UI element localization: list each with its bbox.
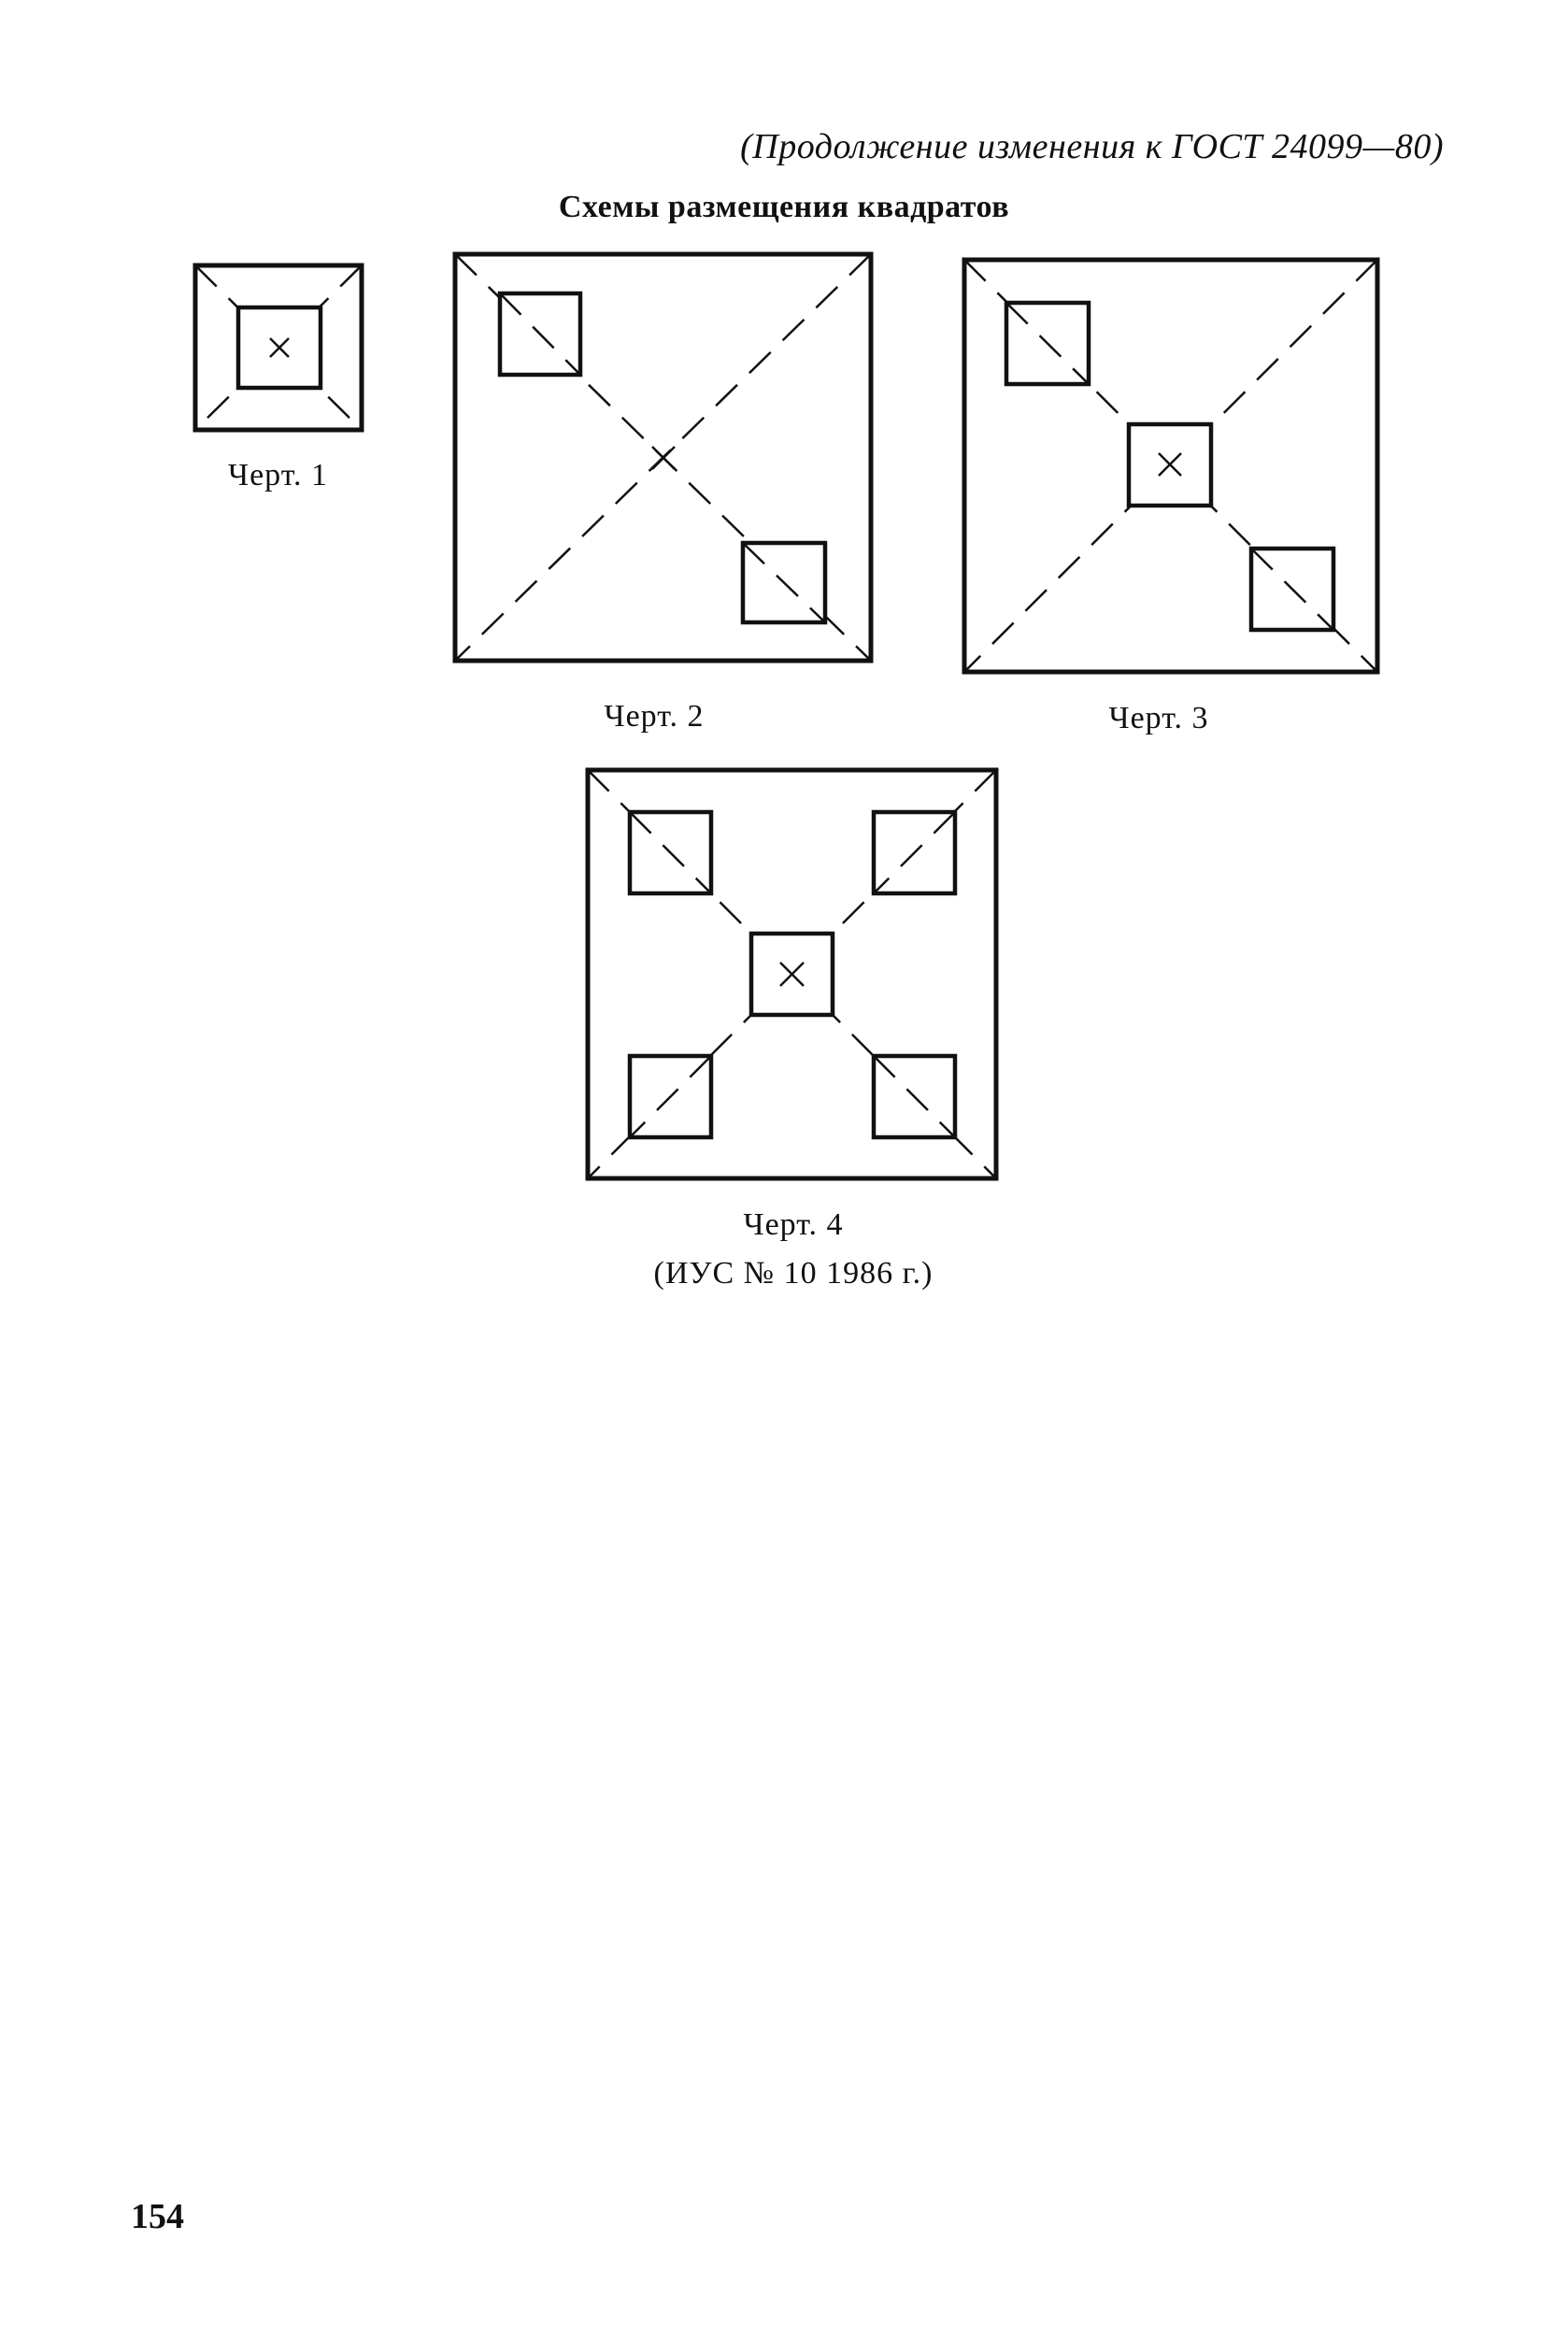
drawing-3-square-bottom-right-diagonal bbox=[1250, 548, 1334, 631]
drawing-3-diagonal-a bbox=[963, 259, 1378, 673]
drawing-4-square-bottom-right-diagonal bbox=[873, 1055, 956, 1138]
drawing-2-diagonal-a bbox=[454, 253, 872, 662]
drawing-2-caption: Черт. 2 bbox=[604, 699, 705, 734]
drawing-4-square-bottom-left bbox=[627, 1053, 714, 1140]
drawing-2-outer-square bbox=[452, 251, 874, 663]
drawing-3-square-top-left-diagonal bbox=[1005, 302, 1090, 385]
page-title: Схемы размещения квадратов bbox=[558, 190, 1010, 224]
drawing-2-diagonal-b bbox=[454, 253, 872, 662]
drawing-1-figure bbox=[192, 263, 364, 433]
footnote: (ИУС № 10 1986 г.) bbox=[653, 1256, 934, 1291]
drawing-3-center-mark-a bbox=[1158, 452, 1182, 477]
drawing-2-square-bottom-right bbox=[740, 540, 828, 625]
drawing-1-outer-square bbox=[192, 263, 364, 433]
drawing-4-center-square bbox=[748, 931, 835, 1018]
drawing-2-square-top-left bbox=[497, 291, 583, 378]
drawing-3-outer-square bbox=[962, 257, 1380, 675]
drawing-1-center-square bbox=[235, 305, 323, 391]
drawing-2-square-bottom-right-diagonal bbox=[742, 542, 826, 623]
drawing-3-figure bbox=[962, 257, 1380, 675]
header-note: (Продолжение изменения к ГОСТ 24099—80) bbox=[740, 127, 1444, 166]
drawing-3-diagonal-b bbox=[963, 259, 1378, 673]
drawing-3-center-square bbox=[1126, 421, 1214, 508]
drawing-4-diagonal-a bbox=[587, 769, 997, 1179]
drawing-4-caption: Черт. 4 bbox=[743, 1207, 844, 1242]
drawing-4-square-top-right-diagonal bbox=[873, 811, 956, 894]
drawing-1-caption: Черт. 1 bbox=[227, 458, 329, 492]
drawing-1-diagonal-b bbox=[194, 264, 363, 431]
drawing-1-center-mark-a bbox=[269, 337, 290, 358]
drawing-4-center-mark-a bbox=[779, 962, 805, 987]
drawing-4-square-bottom-left-diagonal bbox=[629, 1055, 712, 1138]
drawing-2-center-mark-a bbox=[651, 446, 676, 470]
drawing-4-square-top-left bbox=[627, 809, 714, 896]
drawing-2-square-top-left-diagonal bbox=[499, 292, 581, 376]
drawing-4-center-mark-b bbox=[779, 962, 805, 987]
drawing-2-center-mark-b bbox=[651, 446, 676, 470]
drawing-4-square-bottom-right bbox=[871, 1053, 958, 1140]
drawing-3-caption: Черт. 3 bbox=[1108, 701, 1209, 735]
drawing-4-square-top-left-diagonal bbox=[629, 811, 712, 894]
drawing-3-square-bottom-right bbox=[1248, 546, 1336, 633]
drawing-4-diagonal-b bbox=[587, 769, 997, 1179]
drawing-1-diagonal-a bbox=[194, 264, 363, 431]
drawing-4-outer-square bbox=[585, 767, 999, 1181]
page-number: 154 bbox=[131, 2197, 184, 2236]
drawing-3-square-top-left bbox=[1004, 300, 1091, 387]
drawing-2-figure bbox=[452, 251, 874, 663]
drawing-3-center-mark-b bbox=[1158, 452, 1182, 477]
drawing-4-figure bbox=[585, 767, 999, 1181]
drawing-1-center-mark-b bbox=[269, 337, 290, 358]
drawing-4-square-top-right bbox=[871, 809, 958, 896]
